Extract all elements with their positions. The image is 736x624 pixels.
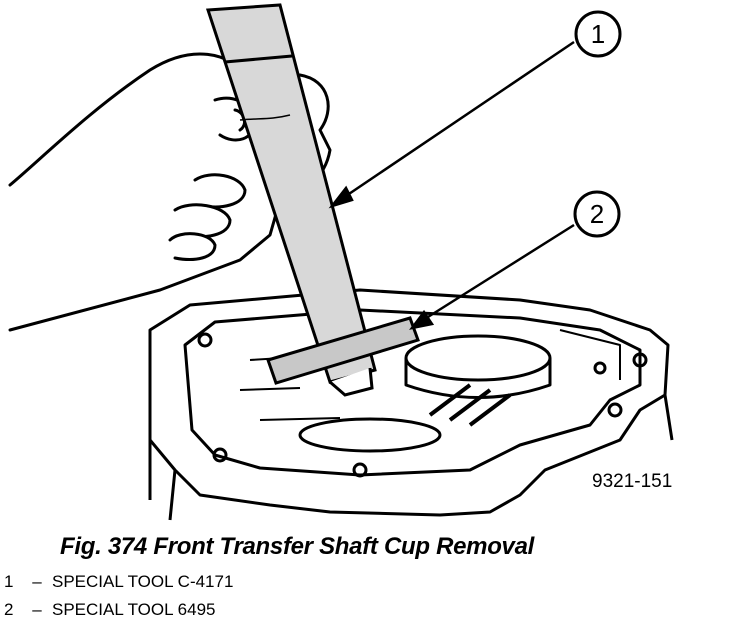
legend-item-2: 2–SPECIAL TOOL 6495	[4, 600, 215, 620]
legend-number: 2	[4, 600, 14, 619]
legend-number: 1	[4, 572, 14, 591]
callout-leaders	[328, 40, 575, 330]
illustration: 1 2 9321-151	[8, 3, 674, 521]
callout-1: 1	[574, 10, 622, 58]
legend-text: SPECIAL TOOL 6495	[52, 600, 216, 619]
legend-item-1: 1–SPECIAL TOOL C-4171	[4, 572, 233, 592]
figure-caption: Fig. 374 Front Transfer Shaft Cup Remova…	[60, 533, 535, 560]
callout-1-number: 1	[591, 19, 605, 49]
callout-2: 2	[573, 190, 621, 238]
legend-text: SPECIAL TOOL C-4171	[52, 572, 234, 591]
legend-separator: –	[32, 572, 42, 591]
legend-separator: –	[32, 600, 42, 619]
tool-6495-bar	[266, 316, 420, 397]
drawing-code: 9321-151	[592, 471, 672, 492]
transmission-case	[148, 288, 674, 521]
tool-c4171-handle	[205, 3, 377, 384]
callout-2-number: 2	[590, 199, 604, 229]
